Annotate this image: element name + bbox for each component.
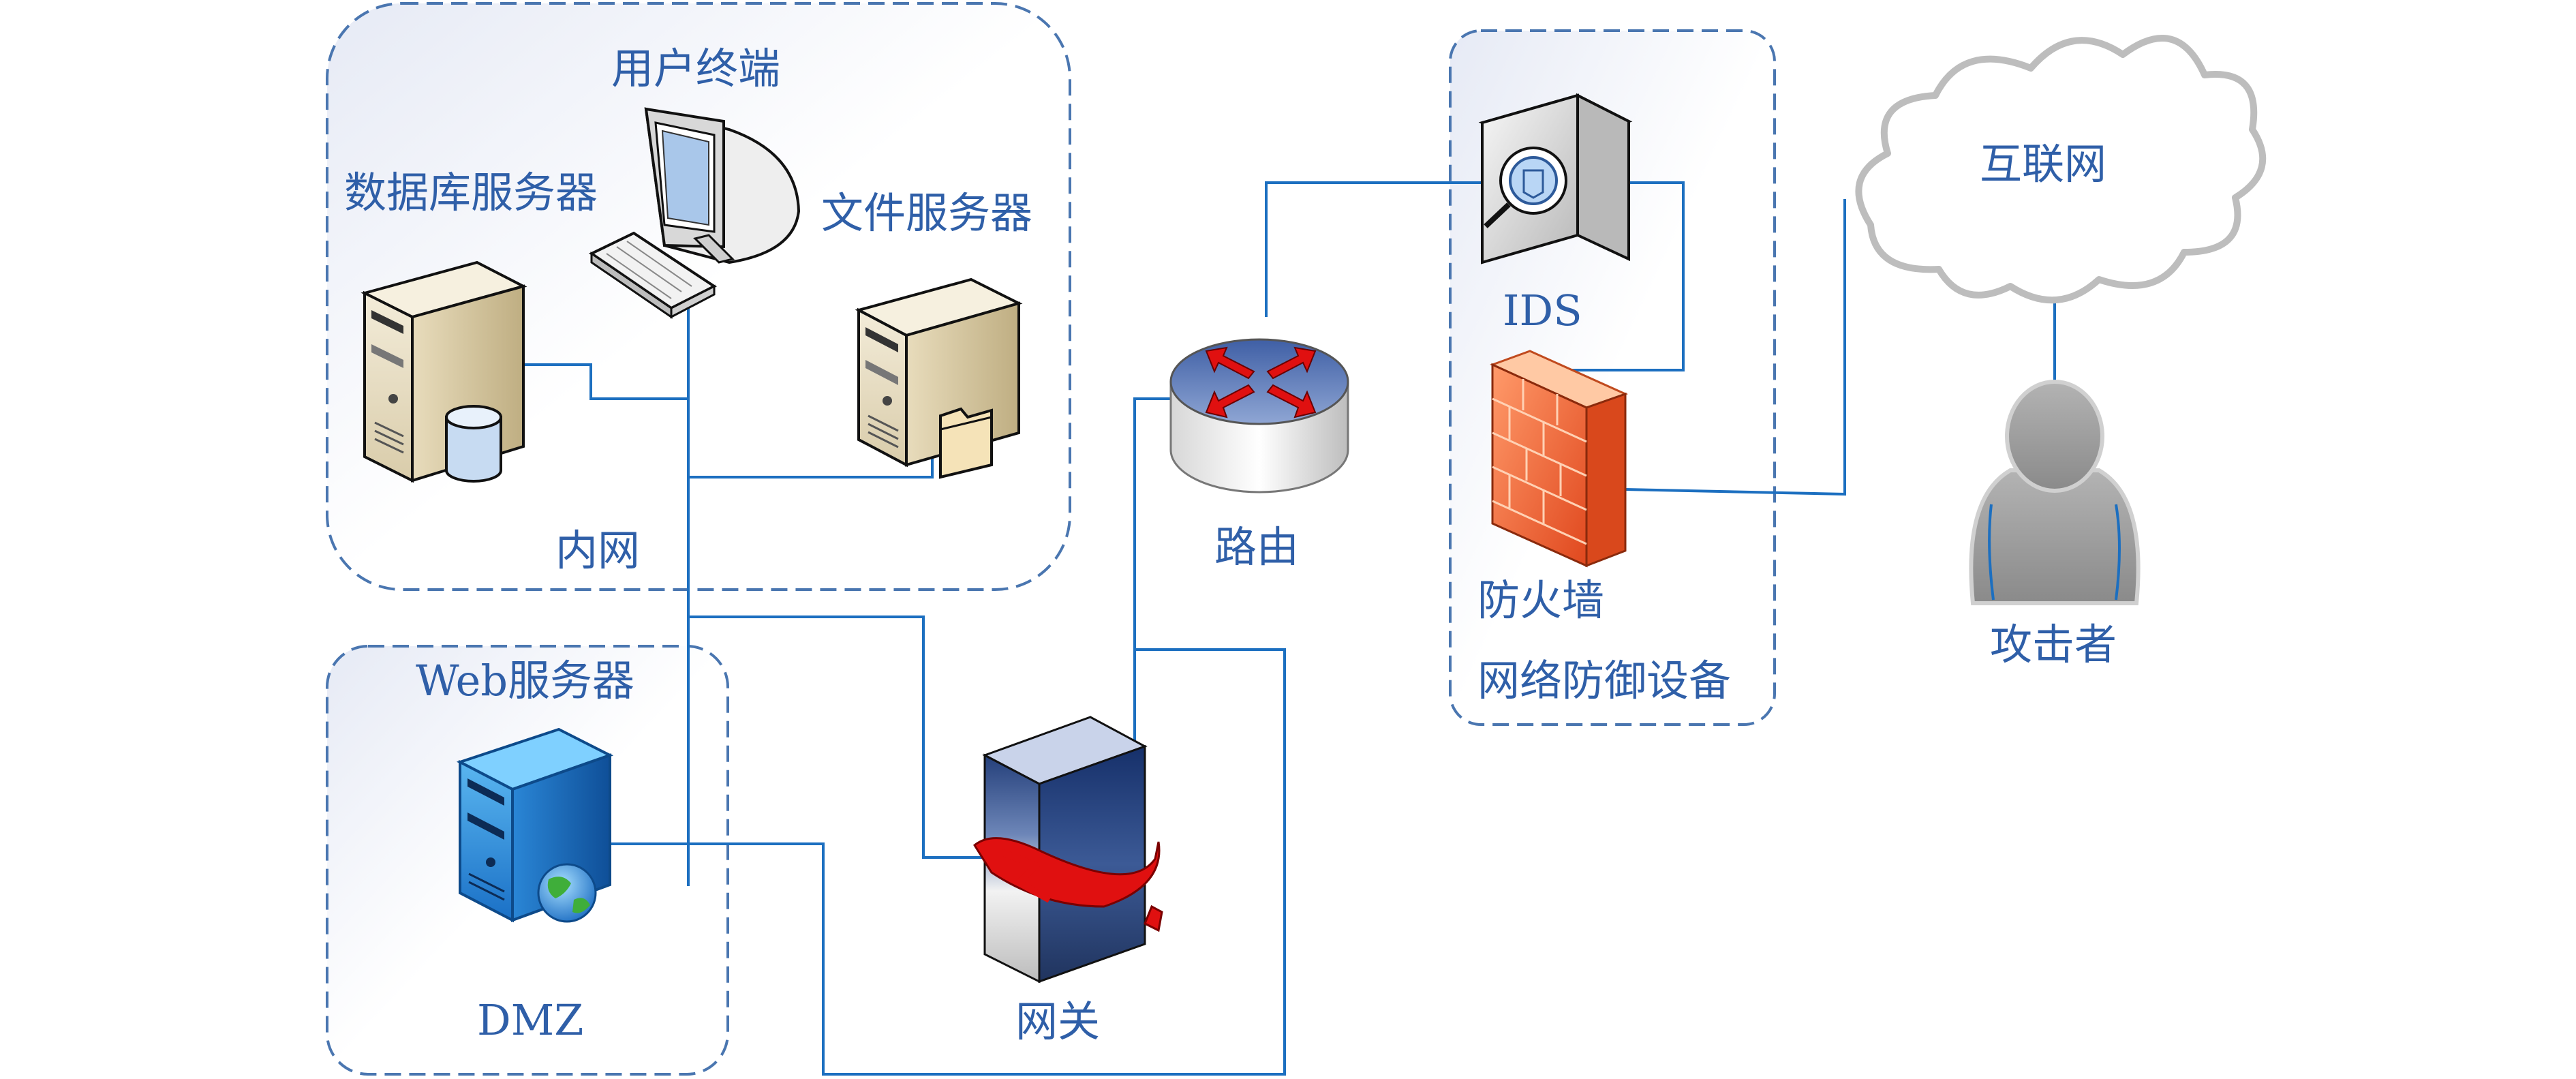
defense-group-label: 网络防御设备 bbox=[1477, 656, 1732, 705]
attacker-icon bbox=[1969, 380, 2141, 605]
user-terminal-icon bbox=[589, 107, 801, 319]
dmz-label: DMZ bbox=[477, 995, 584, 1045]
router-label: 路由 bbox=[1214, 522, 1300, 572]
gateway-icon bbox=[973, 716, 1163, 984]
internet-cloud-icon bbox=[1855, 35, 2267, 304]
ids-icon bbox=[1478, 93, 1633, 264]
firewall-label: 防火墙 bbox=[1477, 575, 1605, 625]
database-server-icon bbox=[361, 260, 527, 483]
internet-label: 互联网 bbox=[1980, 139, 2107, 189]
attacker-label: 攻击者 bbox=[1990, 620, 2117, 669]
file-server-label: 文件服务器 bbox=[821, 188, 1033, 238]
web-server-icon bbox=[456, 727, 614, 923]
db-server-label: 数据库服务器 bbox=[344, 168, 598, 217]
web-server-label: Web服务器 bbox=[416, 656, 635, 705]
file-server-icon bbox=[855, 277, 1023, 479]
firewall-icon bbox=[1490, 350, 1629, 568]
ids-label: IDS bbox=[1503, 286, 1582, 335]
router-icon bbox=[1169, 338, 1349, 493]
user-terminal-label: 用户终端 bbox=[611, 44, 781, 93]
intranet-label: 内网 bbox=[555, 526, 641, 575]
gateway-label: 网关 bbox=[1015, 997, 1101, 1046]
